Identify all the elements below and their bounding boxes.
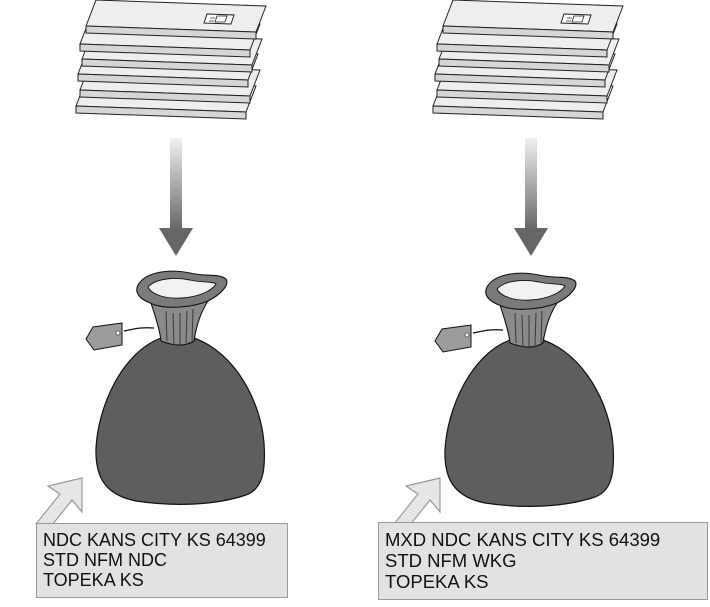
right-label-line-3: TOPEKA KS (385, 571, 701, 592)
left-sack-label: NDC KANS CITY KS 64399 STD NFM NDC TOPEK… (36, 523, 288, 598)
left-mail-sack-icon (86, 271, 264, 504)
right-label-line-2: STD NFM WKG (385, 550, 701, 571)
right-mail-sack-icon (435, 273, 613, 506)
right-mail-stack-icon (433, 0, 623, 119)
left-mail-stack-icon (76, 0, 266, 119)
right-down-arrow-icon (514, 138, 548, 256)
left-label-line-2: STD NFM NDC (43, 550, 281, 570)
left-label-line-3: TOPEKA KS (43, 570, 281, 590)
left-down-arrow-icon (159, 138, 193, 256)
right-label-line-1: MXD NDC KANS CITY KS 64399 (385, 529, 701, 550)
right-sack-label: MXD NDC KANS CITY KS 64399 STD NFM WKG T… (378, 522, 708, 600)
left-label-line-1: NDC KANS CITY KS 64399 (43, 530, 281, 550)
